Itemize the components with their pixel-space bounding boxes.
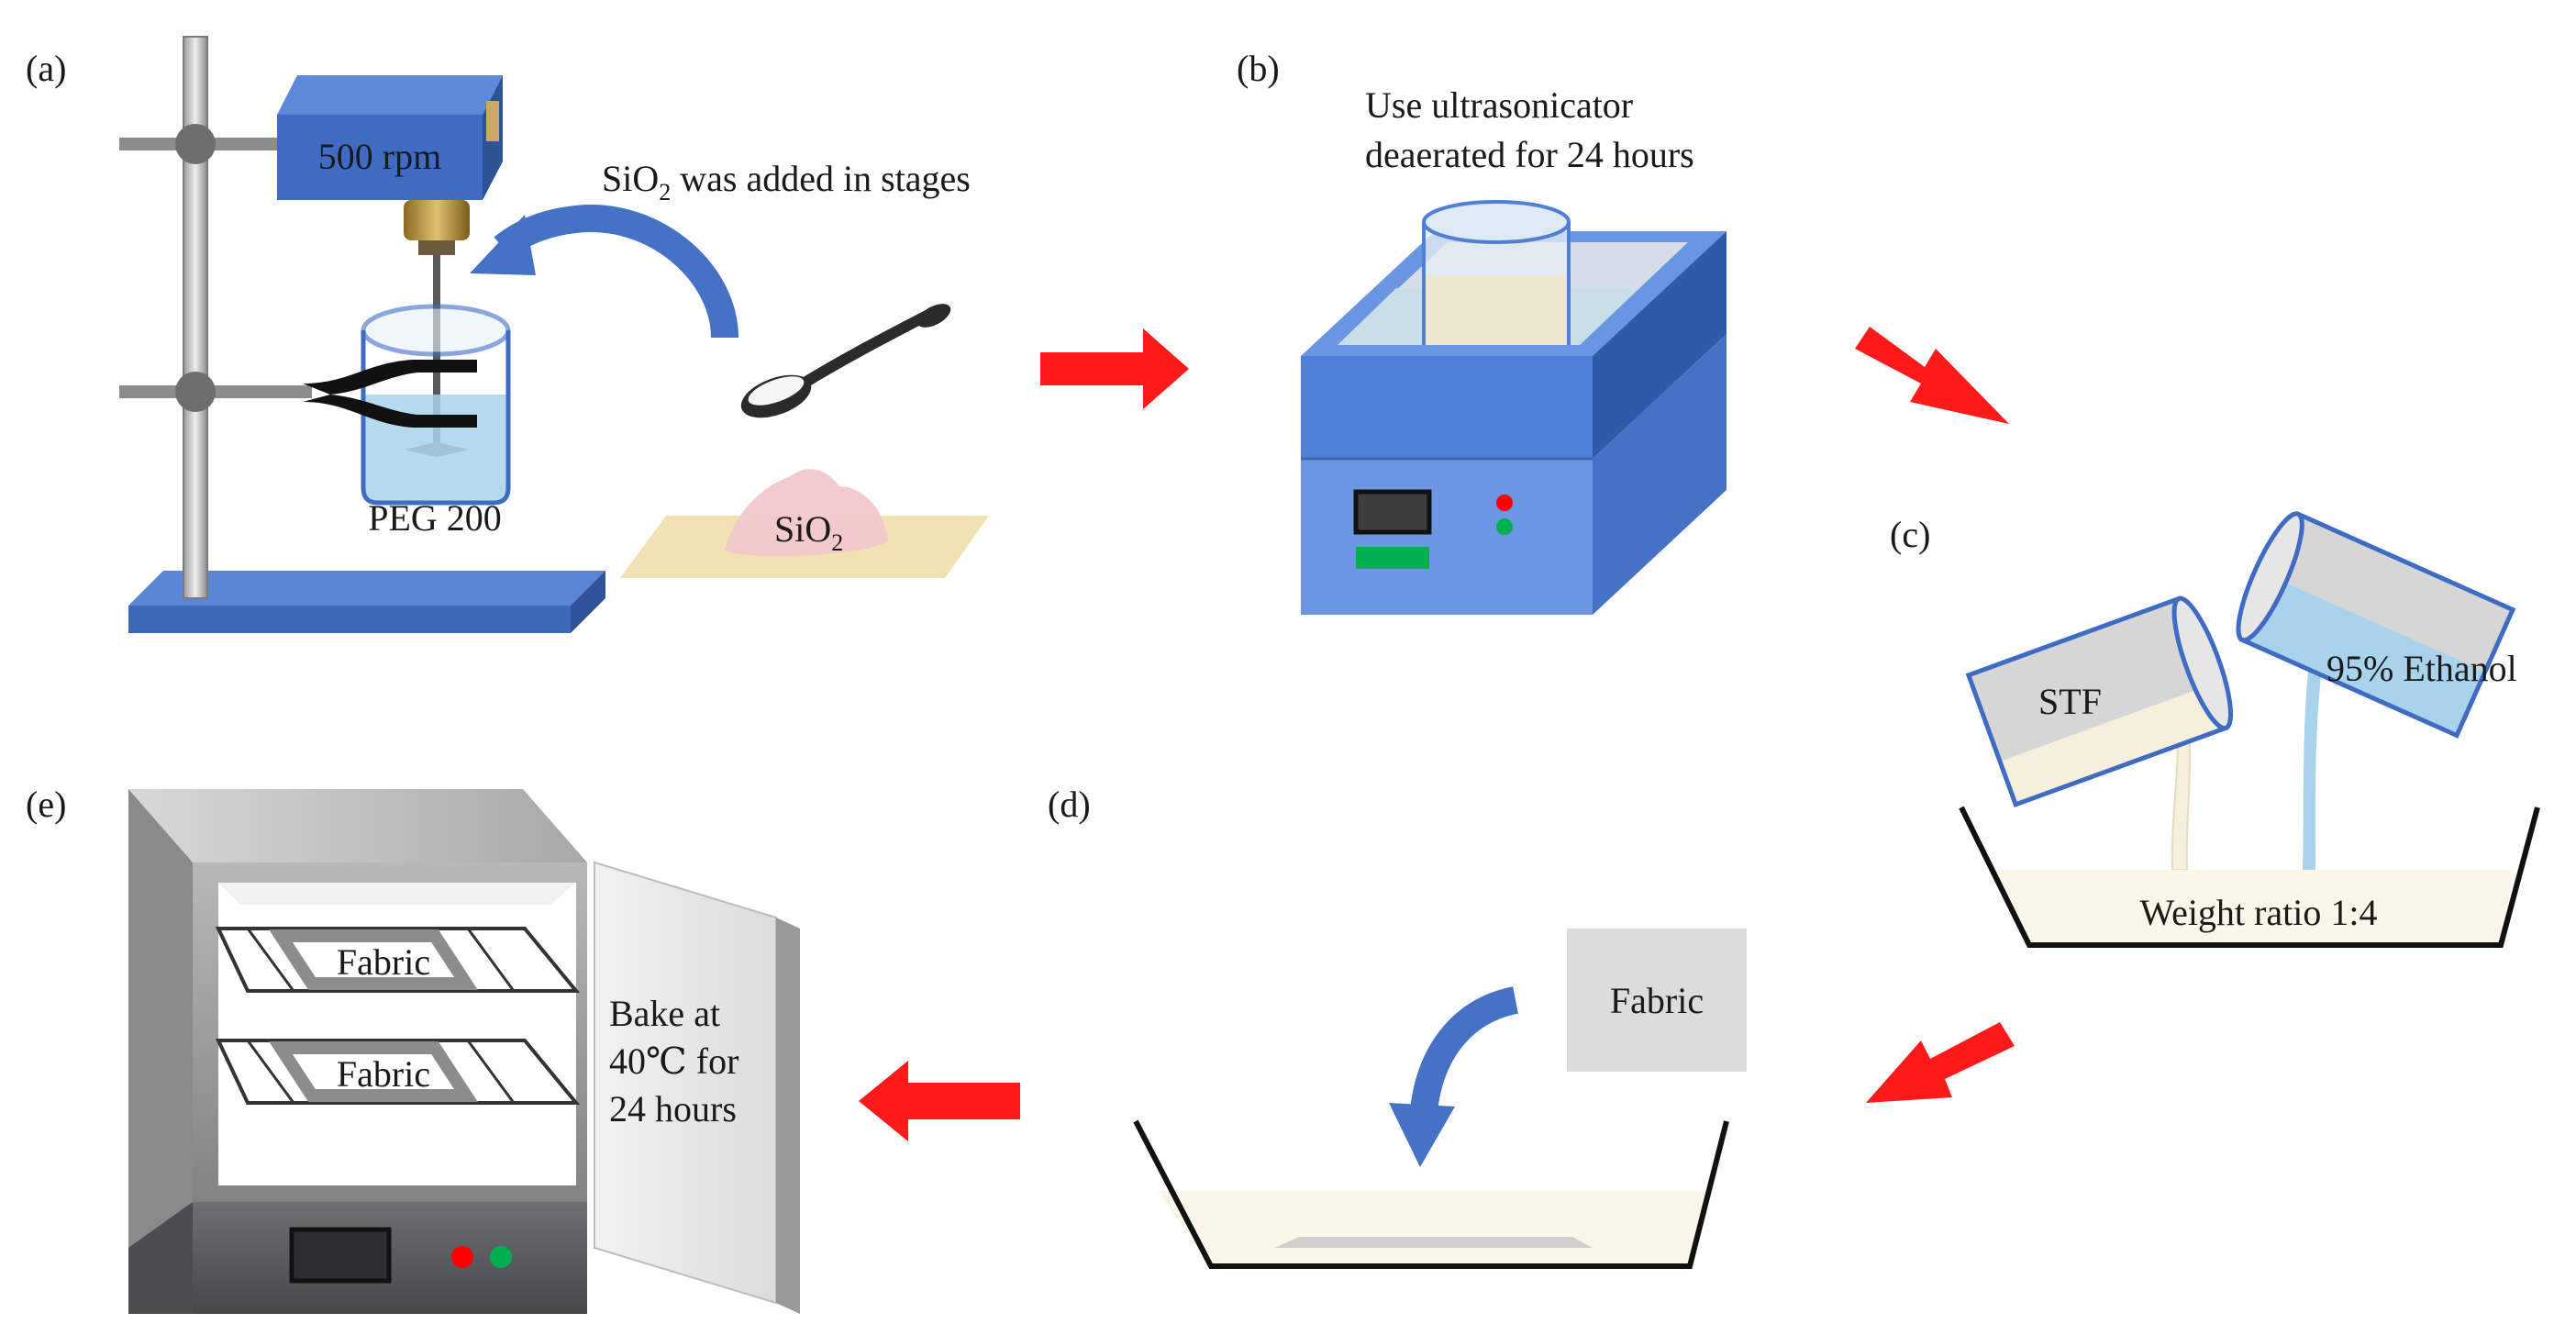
panel-label-b: (b)	[1237, 48, 1280, 89]
ultrasonicator-caption-line1: Use ultrasonicator	[1365, 84, 1633, 126]
bake-line1: Bake at	[609, 993, 720, 1034]
stirrer-chuck	[418, 240, 455, 255]
panel-label-e: (e)	[26, 784, 66, 825]
stirrer-speed-label: 500 rpm	[318, 136, 441, 177]
oven-fabric-top-label: Fabric	[337, 941, 430, 983]
ultrasonicator-button	[1356, 547, 1429, 569]
process-arrow-c-to-d	[1866, 1022, 2015, 1103]
weight-ratio-label: Weight ratio 1:4	[2140, 892, 2378, 933]
soaking-basin	[1133, 1119, 1729, 1269]
peg-beaker	[361, 304, 511, 506]
panel-c: (c) STF 95% Ethanol Weight ratio 1:4	[1890, 511, 2540, 948]
panel-label-c: (c)	[1890, 514, 1930, 555]
spoon-icon	[740, 304, 951, 418]
oven-shelf-bottom: Fabric	[215, 1039, 581, 1105]
ultrasonicator	[1301, 200, 1727, 615]
panel-label-d: (d)	[1048, 784, 1091, 825]
stand-pole	[183, 36, 208, 599]
oven-display	[289, 1227, 392, 1284]
stf-beaker	[1965, 595, 2234, 808]
process-arrow-d-to-e	[859, 1061, 1020, 1141]
led-red	[1496, 495, 1513, 511]
stirrer-spindle	[404, 200, 470, 240]
stirrer-motor: 500 rpm	[277, 75, 503, 200]
sio2-addition-note: SiO2 was added in stages	[602, 158, 971, 206]
fabric-swatch: Fabric	[1567, 929, 1747, 1072]
sio2-powder: SiO2	[620, 469, 989, 578]
clamp-knob-top	[175, 124, 216, 164]
ethanol-beaker	[2236, 511, 2516, 739]
process-arrow-a-to-b	[1040, 328, 1189, 409]
mixing-basin: Weight ratio 1:4	[1959, 806, 2540, 948]
led-green	[1496, 518, 1513, 535]
ethanol-stream	[2303, 642, 2325, 870]
stf-stream	[2171, 714, 2192, 871]
panel-label-a: (a)	[26, 48, 66, 89]
clamp-knob-bottom	[175, 372, 216, 412]
panel-d: (d) Fabric	[1048, 784, 1747, 1269]
fabric-swatch-label: Fabric	[1610, 980, 1704, 1021]
oven-led-green	[490, 1246, 512, 1268]
oven-shelf-top: Fabric	[215, 927, 581, 993]
immersion-arrow	[1389, 986, 1519, 1167]
ultrasonicator-caption-line2: deaerated for 24 hours	[1365, 134, 1694, 175]
process-arrow-b-to-c	[1855, 327, 2009, 424]
oven-fabric-bottom-label: Fabric	[337, 1053, 430, 1095]
ultrasonicator-display	[1353, 489, 1432, 535]
clamp-jaws	[303, 360, 477, 428]
sonication-beaker	[1422, 200, 1571, 345]
addition-arrow	[470, 204, 738, 339]
sio2-powder-label: SiO2	[774, 508, 843, 556]
stand-base	[128, 571, 605, 633]
bake-line3: 24 hours	[609, 1088, 737, 1129]
bake-line2: 40℃ for	[609, 1040, 738, 1082]
panel-e: (e) Fabric	[26, 784, 800, 1314]
oven: Fabric Fabric Bake at 40℃ for 24 hours	[128, 789, 800, 1314]
panel-a: (a) 500 rpm	[26, 36, 989, 633]
peg-label: PEG 200	[368, 497, 502, 539]
oven-door	[594, 861, 800, 1314]
oven-led-red	[451, 1246, 473, 1268]
stf-label: STF	[2038, 681, 2102, 722]
panel-b: (b) Use ultrasonicator deaerated for 24 …	[1237, 48, 1727, 615]
ethanol-label: 95% Ethanol	[2326, 648, 2517, 689]
